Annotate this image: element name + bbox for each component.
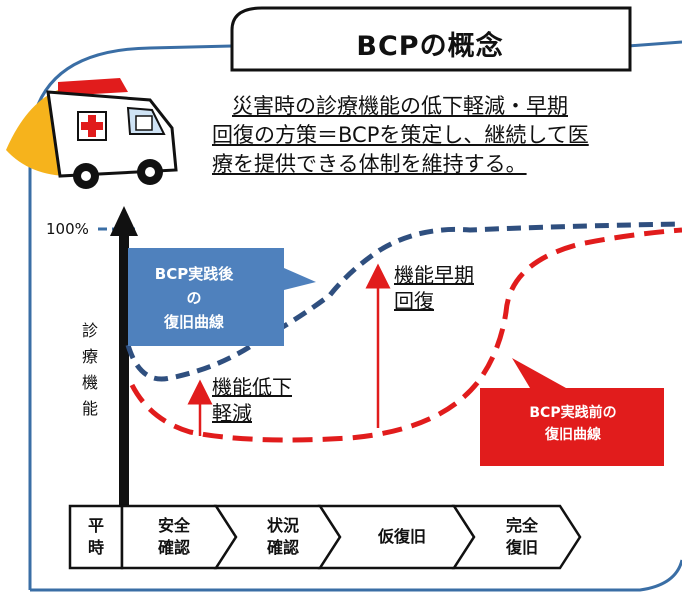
reduction-annotation: 機能低下 軽減 [212,374,292,426]
page-title: BCPの概念 [356,30,504,62]
phase-label: 完全 [505,516,538,535]
y-max-label: 100% [46,220,89,238]
before-callout-line: BCP実践前の [529,405,617,421]
phase-chevrons [68,504,582,570]
phase-safety-check: 安全 確認 [122,506,226,568]
y-axis-char: 機 [81,373,98,392]
reduction-line: 機能低下 [212,375,292,399]
phase-label: 平 [87,516,104,535]
phase-normal: 平 時 [70,506,122,568]
early-recovery-line: 機能早期 [394,263,474,287]
phase-temporary-recovery: 仮復旧 [340,506,464,568]
phase-status-check: 状況 確認 [236,506,330,568]
phase-shape-5 [451,504,582,570]
after-callout-line: 復旧曲線 [163,313,224,331]
reduction-line: 軽減 [212,401,252,425]
description-line-3: 療を提供できる体制を維持する。 [212,152,527,176]
after-callout-shape [128,248,316,346]
after-callout-text: BCP実践後 の 復旧曲線 [130,262,258,334]
phase-label: 確認 [157,538,190,557]
phase-label: 復旧 [505,538,538,557]
y-axis-char: 診 [81,321,98,340]
early-recovery-annotation: 機能早期 回復 [394,262,474,314]
early-recovery-line: 回復 [394,289,434,313]
phase-label: 安全 [157,516,190,535]
outer-frame-bottom [30,559,682,592]
after-callout-line: の [186,289,202,307]
before-bcp-curve [129,227,682,443]
y-axis-char: 療 [81,347,98,366]
y-axis-char: 能 [81,399,98,418]
description-line-2: 回復の方策＝BCPを策定し、継続して医 [212,123,589,147]
after-callout-line: BCP実践後 [154,265,234,283]
title-tab [230,6,632,72]
before-callout-text: BCP実践前の 復旧曲線 [484,402,662,446]
phase-label: 時 [87,538,104,557]
after-bcp-curve [125,221,682,382]
y-axis-label: 診 療 機 能 [78,318,102,422]
phase-label: 確認 [266,538,299,557]
before-callout-line: 復旧曲線 [545,427,601,443]
phase-full-recovery: 完全 復旧 [474,506,570,568]
phase-label: 仮復旧 [377,527,426,546]
ambulance-icon [6,78,178,189]
description: 災害時の診療機能の低下軽減・早期 回復の方策＝BCPを策定し、継続して医 療を提… [212,92,672,179]
description-line-1: 災害時の診療機能の低下軽減・早期 [232,94,568,118]
before-callout-shape [480,358,664,466]
phase-label: 状況 [266,516,299,535]
